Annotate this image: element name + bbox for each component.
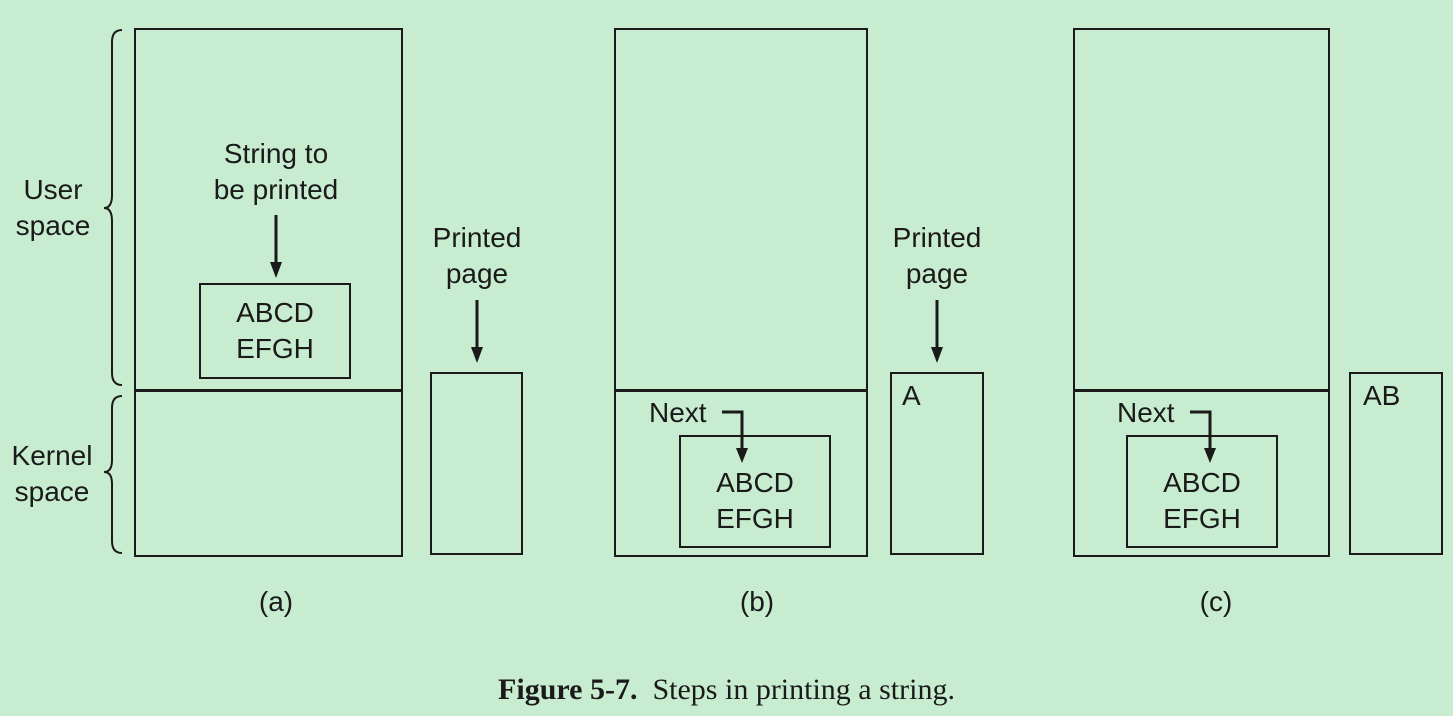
memory-panel-a	[134, 28, 403, 557]
kernel-buffer-c: ABCD EFGH	[1126, 435, 1278, 548]
printed-page-c: AB	[1349, 372, 1443, 555]
sublabel-a: (a)	[258, 586, 294, 617]
string-to-be-printed-label: String to be printed	[186, 136, 366, 208]
kernel-space-label-line2: space	[14, 476, 90, 507]
sublabel-c: (c)	[1199, 586, 1233, 617]
string-label-line1: String to	[223, 138, 329, 169]
buffer-text-b: ABCD EFGH	[681, 465, 829, 537]
user-buffer-a: ABCD EFGH	[199, 283, 351, 379]
printed-content-b: A	[902, 380, 921, 411]
buffer-line2-a: EFGH	[236, 333, 314, 364]
printed-page-label-line1-a: Printed	[432, 222, 522, 253]
printed-page-label-b: Printed page	[877, 220, 997, 292]
printed-page-label-line2-a: page	[445, 258, 509, 289]
printed-page-a	[430, 372, 523, 555]
memory-panel-b	[614, 28, 868, 557]
buffer-text-c: ABCD EFGH	[1128, 465, 1276, 537]
kernel-buffer-b: ABCD EFGH	[679, 435, 831, 548]
buffer-line1-a: ABCD	[236, 297, 314, 328]
next-arrow-b	[722, 410, 744, 450]
user-kernel-divider-c	[1073, 389, 1330, 392]
kernel-space-label-line1: Kernel	[11, 440, 93, 471]
sublabel-b: (b)	[739, 586, 775, 617]
printed-page-label-line1-b: Printed	[892, 222, 982, 253]
printed-page-b: A	[890, 372, 984, 555]
user-space-label-line1: User	[23, 174, 83, 205]
string-label-line2: be printed	[213, 174, 339, 205]
next-label-c: Next	[1117, 397, 1175, 428]
printed-content-c: AB	[1363, 380, 1401, 411]
buffer-line1-b: ABCD	[716, 467, 794, 498]
buffer-line1-c: ABCD	[1163, 467, 1241, 498]
user-kernel-divider-b	[614, 389, 868, 392]
memory-panel-c	[1073, 28, 1330, 557]
buffer-line2-c: EFGH	[1163, 503, 1241, 534]
user-kernel-divider-a	[134, 389, 403, 392]
printed-page-label-line2-b: page	[905, 258, 969, 289]
figure-caption-text: Steps in printing a string.	[652, 673, 955, 706]
buffer-line2-b: EFGH	[716, 503, 794, 534]
buffer-text-a: ABCD EFGH	[201, 295, 349, 367]
kernel-space-brace	[103, 395, 123, 554]
next-label-b: Next	[649, 397, 707, 428]
figure-caption: Figure 5-7. Steps in printing a string.	[0, 670, 1453, 710]
user-space-label-line2: space	[15, 210, 91, 241]
figure-number: Figure 5-7.	[498, 673, 638, 706]
kernel-space-label: Kernel space	[0, 438, 104, 510]
printed-page-label-a: Printed page	[417, 220, 537, 292]
user-space-label: User space	[8, 172, 98, 244]
next-arrow-c	[1190, 410, 1212, 450]
user-space-brace	[103, 29, 123, 386]
